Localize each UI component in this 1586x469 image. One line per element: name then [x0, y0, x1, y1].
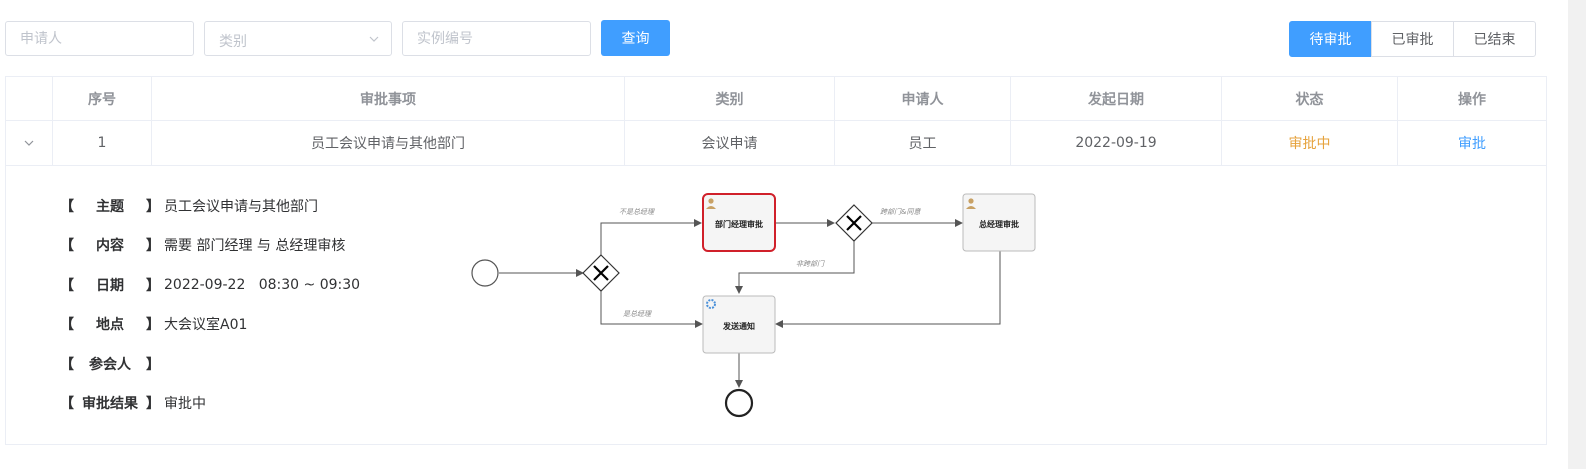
detail-topic-row: 【主题】 员工会议申请与其他部门	[60, 196, 318, 216]
gear-icon	[706, 299, 716, 309]
user-icon	[708, 198, 714, 204]
exclusive-gateway-1	[582, 254, 620, 292]
flow-edge-not-cross	[735, 241, 855, 294]
detail-attendees-row: 【参会人】	[60, 354, 164, 374]
flow-edge-gm-notify	[775, 251, 1001, 328]
detail-content-row: 【内容】 需要 部门经理 与 总经理审核	[60, 235, 345, 255]
edge-label-cross: 跨部门&同意	[880, 208, 921, 216]
cell-index: 1	[53, 121, 152, 165]
edge-label-not-cross: 非跨部门	[796, 260, 825, 268]
cell-action: 审批	[1398, 121, 1546, 165]
row-expand-toggle[interactable]	[6, 121, 53, 165]
header-category: 类别	[625, 77, 835, 120]
cell-applicant: 员工	[835, 121, 1011, 165]
detail-date-label: 日期	[96, 278, 124, 294]
header-item: 审批事项	[152, 77, 625, 120]
header-applicant: 申请人	[835, 77, 1011, 120]
chevron-down-icon	[369, 36, 379, 42]
applicant-input[interactable]	[5, 21, 194, 56]
tab-finished[interactable]: 已结束	[1453, 21, 1536, 57]
detail-location-row: 【地点】 大会议室A01	[60, 314, 247, 334]
task-dept-manager-approval[interactable]: 部门经理审批	[702, 193, 776, 252]
end-event-icon	[724, 388, 754, 418]
table-header-row: 序号 审批事项 类别 申请人 发起日期 状态 操作	[6, 77, 1546, 121]
detail-content-label: 内容	[96, 238, 124, 254]
detail-date-row: 【日期】 2022-09-22 08:30 ~ 09:30	[60, 277, 361, 294]
edge-label-is-gm: 是总经理	[623, 310, 652, 318]
process-flow-diagram: 部门经理审批 总经理审批 发送通知 不是总经理 是总经理 跨部门&同意 非跨部门	[471, 193, 1036, 418]
category-select-placeholder: 类别	[219, 34, 247, 50]
task-general-manager-approval[interactable]: 总经理审批	[962, 193, 1036, 252]
start-event-icon	[471, 259, 499, 287]
flow-edge-not-gm	[600, 219, 702, 255]
cell-status: 审批中	[1222, 121, 1398, 165]
tab-pending[interactable]: 待审批	[1289, 21, 1372, 57]
detail-content: 需要 部门经理 与 总经理审核	[164, 238, 346, 254]
expanded-detail: 【主题】 员工会议申请与其他部门 【内容】 需要 部门经理 与 总经理审核 【日…	[6, 166, 1546, 444]
status-badge: 审批中	[1288, 136, 1331, 152]
task-dept-label: 部门经理审批	[715, 219, 763, 229]
vertical-scrollbar[interactable]	[1568, 0, 1586, 469]
flow-edge-is-gm	[600, 291, 703, 328]
header-action: 操作	[1458, 91, 1486, 108]
task-gm-label: 总经理审批	[979, 219, 1019, 229]
instance-number-input[interactable]	[402, 21, 591, 56]
detail-result-row: 【审批结果】 审批中	[60, 393, 206, 413]
chevron-down-icon[interactable]	[24, 138, 34, 148]
detail-result-label: 审批结果	[82, 396, 138, 412]
tab-approved[interactable]: 已审批	[1371, 21, 1454, 57]
detail-result: 审批中	[164, 396, 206, 412]
status-tab-group: 待审批 已审批 已结束	[1289, 21, 1536, 57]
cell-category: 会议申请	[625, 121, 835, 165]
task-notify-label: 发送通知	[722, 321, 755, 331]
approval-table: 序号 审批事项 类别 申请人 发起日期 状态 操作 1 员工会议申请与其他部门 …	[5, 76, 1547, 445]
header-status: 状态	[1222, 77, 1398, 120]
edge-label-not-gm: 不是总经理	[619, 208, 655, 216]
detail-topic-label: 主题	[96, 199, 124, 215]
detail-topic: 员工会议申请与其他部门	[164, 199, 318, 215]
exclusive-gateway-2	[835, 204, 873, 242]
category-select[interactable]: 类别	[204, 21, 392, 56]
table-row: 1 员工会议申请与其他部门 会议申请 员工 2022-09-19 审批中 审批	[6, 121, 1546, 166]
detail-attendees-label: 参会人	[89, 357, 131, 373]
cell-date: 2022-09-19	[1011, 121, 1222, 165]
approve-link[interactable]: 审批	[1458, 136, 1486, 152]
detail-date: 2022-09-22 08:30 ~ 09:30	[164, 277, 361, 293]
header-expand	[6, 77, 53, 120]
cell-item: 员工会议申请与其他部门	[152, 121, 625, 165]
user-icon	[968, 198, 974, 204]
query-button[interactable]: 查询	[601, 20, 670, 56]
header-date: 发起日期	[1011, 77, 1222, 120]
task-send-notification[interactable]: 发送通知	[702, 295, 776, 354]
header-index: 序号	[53, 77, 152, 120]
detail-location: 大会议室A01	[164, 317, 248, 333]
detail-location-label: 地点	[96, 317, 124, 333]
